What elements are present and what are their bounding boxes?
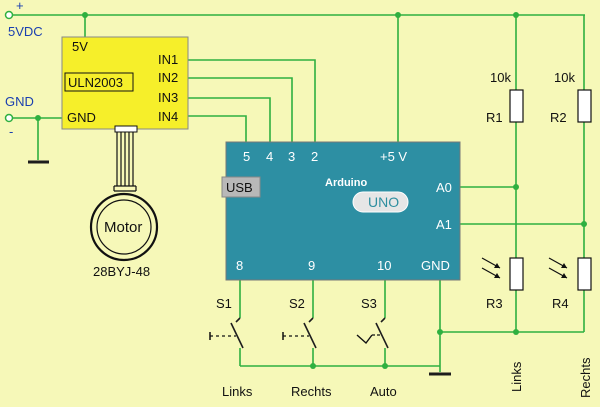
junction-dot xyxy=(513,12,519,18)
driver-in4: IN4 xyxy=(158,109,178,124)
vdc-label: 5VDC xyxy=(8,24,43,39)
arduino-board: USB 5 4 3 2 +5 V Arduino UNO A0 A1 8 9 1… xyxy=(221,141,461,281)
driver-in3: IN3 xyxy=(158,90,178,105)
driver-board xyxy=(61,36,189,130)
junction-dot xyxy=(310,363,316,369)
ldr-icon xyxy=(577,257,592,291)
resistor-icon xyxy=(509,89,524,123)
driver-in1: IN1 xyxy=(158,52,178,67)
uno-badge xyxy=(352,191,409,213)
ldr-icon xyxy=(509,257,524,291)
arduino-a1-pin: A1 xyxy=(436,217,452,232)
usb-label: USB xyxy=(226,180,253,195)
junction-dot xyxy=(395,12,401,18)
switch-lever-icon xyxy=(230,322,244,349)
s2-label: S2 xyxy=(289,296,305,311)
motor-outer-icon xyxy=(89,192,159,262)
arduino-model: UNO xyxy=(368,194,399,210)
motor-inner-icon xyxy=(96,199,152,255)
arduino-pin-8: 8 xyxy=(236,258,243,273)
vcc-terminal xyxy=(4,10,14,20)
motor-label: Motor xyxy=(104,219,142,236)
arduino-5v-pin: +5 V xyxy=(380,149,407,164)
arduino-pin-10: 10 xyxy=(377,258,391,273)
wires xyxy=(10,14,585,372)
motor-cable xyxy=(113,132,137,192)
uln2003-driver: 5V ULN2003 GND IN1 IN2 IN3 IN4 xyxy=(61,36,189,133)
driver-5v-pin: 5V xyxy=(72,39,88,54)
gnd-terminal-label: GND xyxy=(5,94,34,109)
switch-lever-icon xyxy=(303,322,317,349)
junction-dot xyxy=(437,329,443,335)
arduino-a0-pin: A0 xyxy=(436,180,452,195)
gnd-terminal xyxy=(4,113,14,123)
driver-in2: IN2 xyxy=(158,70,178,85)
junction-dot xyxy=(82,12,88,18)
r4-name: R4 xyxy=(552,296,569,311)
r3-name: R3 xyxy=(486,296,503,311)
s1-label: S1 xyxy=(216,296,232,311)
r2-value: 10k xyxy=(554,70,575,85)
ldr-r3: R3 xyxy=(481,257,524,311)
resistor-r1: 10k R1 xyxy=(486,70,524,125)
junction-dot xyxy=(382,363,388,369)
resistor-r2: 10k R2 xyxy=(550,70,592,125)
usb-port xyxy=(221,176,261,198)
arduino-pin-4: 4 xyxy=(266,149,273,164)
in1-wire xyxy=(188,59,316,143)
caption-links: Links xyxy=(222,384,253,399)
in3-wire xyxy=(188,97,271,143)
arduino-gnd-pin: GND xyxy=(421,258,450,273)
arduino-pin-9: 9 xyxy=(308,258,315,273)
driver-name: ULN2003 xyxy=(68,75,123,90)
resistor-icon xyxy=(577,89,592,123)
switch-s2: S2 xyxy=(282,296,317,349)
r1-name: R1 xyxy=(486,110,503,125)
arduino-title: Arduino xyxy=(325,177,367,189)
sensor-label-links: Links xyxy=(509,361,524,392)
ground-symbols xyxy=(28,160,451,376)
motor-model: 28BYJ-48 xyxy=(93,264,150,279)
stepper-motor: Motor 28BYJ-48 xyxy=(89,192,159,279)
junction-dots xyxy=(35,12,587,369)
junction-dot xyxy=(35,115,41,121)
switch-s1: S1 xyxy=(209,296,244,349)
junction-dot xyxy=(513,184,519,190)
s3-label: S3 xyxy=(361,296,377,311)
r2-name: R2 xyxy=(550,110,567,125)
power-terminals: + 5VDC GND - xyxy=(4,0,43,139)
motor-connector xyxy=(114,125,138,133)
plus-label: + xyxy=(16,0,24,13)
sensor-label-rechts: Rechts xyxy=(578,357,593,398)
in2-wire xyxy=(188,77,293,143)
switch-lever-icon xyxy=(375,322,389,349)
caption-auto: Auto xyxy=(370,384,397,399)
caption-rechts: Rechts xyxy=(291,384,332,399)
arduino-pin-5: 5 xyxy=(243,149,250,164)
in4-wire xyxy=(188,115,247,143)
switch-s3: S3 xyxy=(356,296,389,349)
toggle-actuator-icon xyxy=(356,334,373,345)
arduino-pin-2: 2 xyxy=(311,149,318,164)
arduino-body xyxy=(225,141,461,281)
junction-dot xyxy=(581,221,587,227)
minus-label: - xyxy=(9,124,13,139)
r1-value: 10k xyxy=(490,70,511,85)
driver-name-box xyxy=(64,72,134,92)
driver-gnd-pin: GND xyxy=(67,110,96,125)
ldr-r4: R4 xyxy=(548,257,592,311)
arduino-pin-3: 3 xyxy=(288,149,295,164)
junction-dot xyxy=(513,329,519,335)
